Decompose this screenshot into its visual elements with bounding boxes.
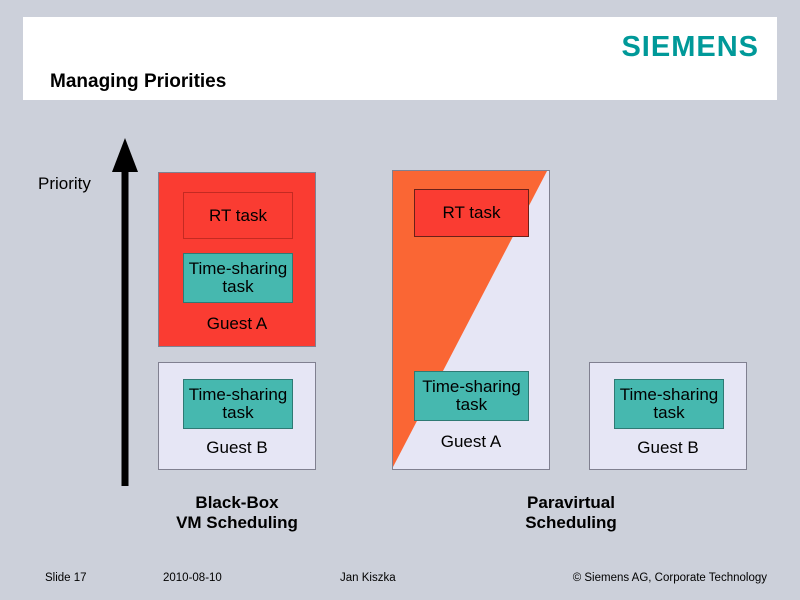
paravirtual-guest-a-label: Guest A (440, 432, 502, 451)
paravirtual-guest-b-box: Time-sharing task Guest B (589, 362, 747, 470)
caption-line1: Paravirtual (527, 493, 615, 512)
blackbox-guest-a-box: RT task Time-sharing task Guest A (158, 172, 316, 347)
task-label-line2: task (222, 277, 254, 296)
footer: Slide 17 2010-08-10 Jan Kiszka © Siemens… (0, 572, 800, 592)
blackbox-guest-b-time-sharing-task: Time-sharing task (183, 379, 293, 429)
task-label-line1: Time-sharing (188, 385, 288, 405)
paravirtual-guest-b-time-sharing-task: Time-sharing task (614, 379, 724, 429)
paravirtual-guest-b-label: Guest B (637, 438, 699, 457)
task-label-line1: Time-sharing (188, 259, 288, 279)
paravirtual-guest-a-box: RT task Time-sharing task Guest A (392, 170, 550, 470)
priority-axis-label: Priority (38, 174, 91, 193)
blackbox-guest-a-time-sharing-task: Time-sharing task (183, 253, 293, 303)
task-label-line2: task (222, 403, 254, 422)
footer-copyright: © Siemens AG, Corporate Technology (572, 572, 767, 584)
siemens-logo: SIEMENS (621, 31, 759, 63)
header-band: SIEMENS Managing Priorities (23, 17, 777, 100)
footer-slide-number: Slide 17 (45, 572, 87, 584)
page-title: Managing Priorities (50, 71, 227, 92)
task-label-line1: Time-sharing (619, 385, 719, 405)
task-label-line1: Time-sharing (422, 377, 521, 397)
caption-black-box-vm-scheduling: Black-Box VM Scheduling (158, 493, 316, 533)
blackbox-guest-a-label: Guest A (206, 314, 268, 333)
paravirtual-guest-a-time-sharing-task: Time-sharing task (414, 371, 529, 421)
priority-axis-arrow-icon (112, 138, 138, 486)
blackbox-guest-b-box: Time-sharing task Guest B (158, 362, 316, 470)
paravirtual-guest-a-rt-task: RT task (414, 189, 529, 237)
caption-line2: Scheduling (525, 513, 617, 533)
footer-date: 2010-08-10 (163, 572, 222, 584)
footer-author: Jan Kiszka (340, 572, 396, 584)
task-label-line2: task (455, 395, 488, 414)
caption-line1: Black-Box (195, 493, 279, 512)
blackbox-guest-b-label: Guest B (206, 438, 268, 457)
task-label-line2: task (653, 403, 685, 422)
blackbox-guest-a-rt-task: RT task (183, 192, 293, 239)
caption-line2: VM Scheduling (176, 513, 298, 533)
caption-paravirtual-scheduling: Paravirtual Scheduling (471, 493, 671, 533)
